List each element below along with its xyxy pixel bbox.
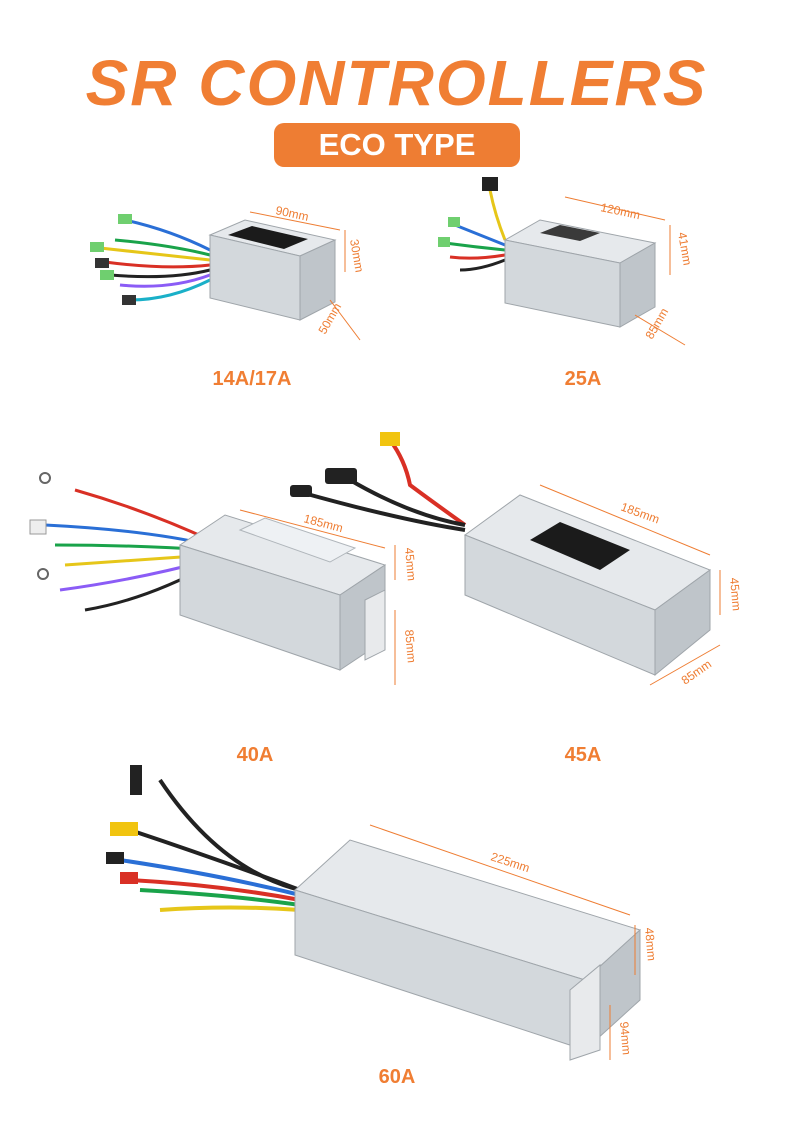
controller-14a-17a: 90mm 30mm 50mm	[70, 190, 370, 350]
eco-type-badge: ECO TYPE	[274, 123, 520, 167]
controller-40a: 185mm 45mm 85mm	[25, 470, 419, 700]
height-dimension: 30mm	[347, 238, 367, 273]
controller-25a: 120mm 41mm 85mm	[430, 175, 695, 355]
spec-label-sticker	[228, 226, 308, 249]
width-dimension: 85mm	[402, 629, 419, 663]
controller-25a-image: 120mm 41mm 85mm	[438, 177, 695, 346]
product-label: 14A/17A	[212, 368, 292, 390]
spec-label-sticker	[530, 522, 630, 570]
length-dimension: 225mm	[489, 850, 531, 876]
height-dimension: 48mm	[642, 927, 659, 961]
spec-label-sticker	[540, 225, 600, 241]
mounting-bracket	[364, 589, 386, 661]
product-label: 45A	[564, 744, 602, 766]
controller-45a: 185mm 45mm 85mm	[290, 430, 750, 700]
width-dimension: 85mm	[679, 657, 714, 688]
wire-bundle	[444, 189, 507, 272]
connectors	[90, 214, 136, 305]
height-dimension: 41mm	[675, 231, 695, 266]
product-label: 40A	[236, 744, 274, 766]
product-label: 25A	[564, 368, 602, 390]
controller-40a-image: 185mm 45mm 85mm	[29, 472, 419, 685]
connector	[482, 177, 498, 191]
wire-bundle	[299, 438, 467, 532]
controller-box-side	[654, 569, 711, 677]
xt60-connector	[380, 432, 400, 446]
height-dimension: 45mm	[402, 547, 419, 581]
controller-box-side	[299, 239, 336, 321]
controller-60a: 225mm 48mm 94mm	[100, 760, 660, 1061]
length-dimension: 120mm	[599, 200, 641, 222]
mounting-bracket	[569, 963, 601, 1061]
controller-14a-17a-image: 90mm 30mm 50mm	[90, 203, 367, 341]
product-label: 60A	[378, 1066, 416, 1088]
length-dimension: 90mm	[274, 203, 310, 224]
controller-box-side	[619, 242, 656, 328]
controller-60a-image: 225mm 48mm 94mm	[106, 765, 659, 1061]
page-title: SR CONTROLLERS	[85, 47, 708, 119]
plug-connector	[130, 765, 142, 795]
length-dimension: 185mm	[619, 500, 661, 527]
controller-45a-image: 185mm 45mm 85mm	[290, 432, 744, 688]
wire-bundle	[99, 218, 211, 302]
height-dimension: 45mm	[727, 577, 744, 611]
spec-label-sticker	[238, 517, 357, 563]
wire-bundle	[119, 778, 301, 912]
width-dimension: 94mm	[617, 1021, 634, 1055]
